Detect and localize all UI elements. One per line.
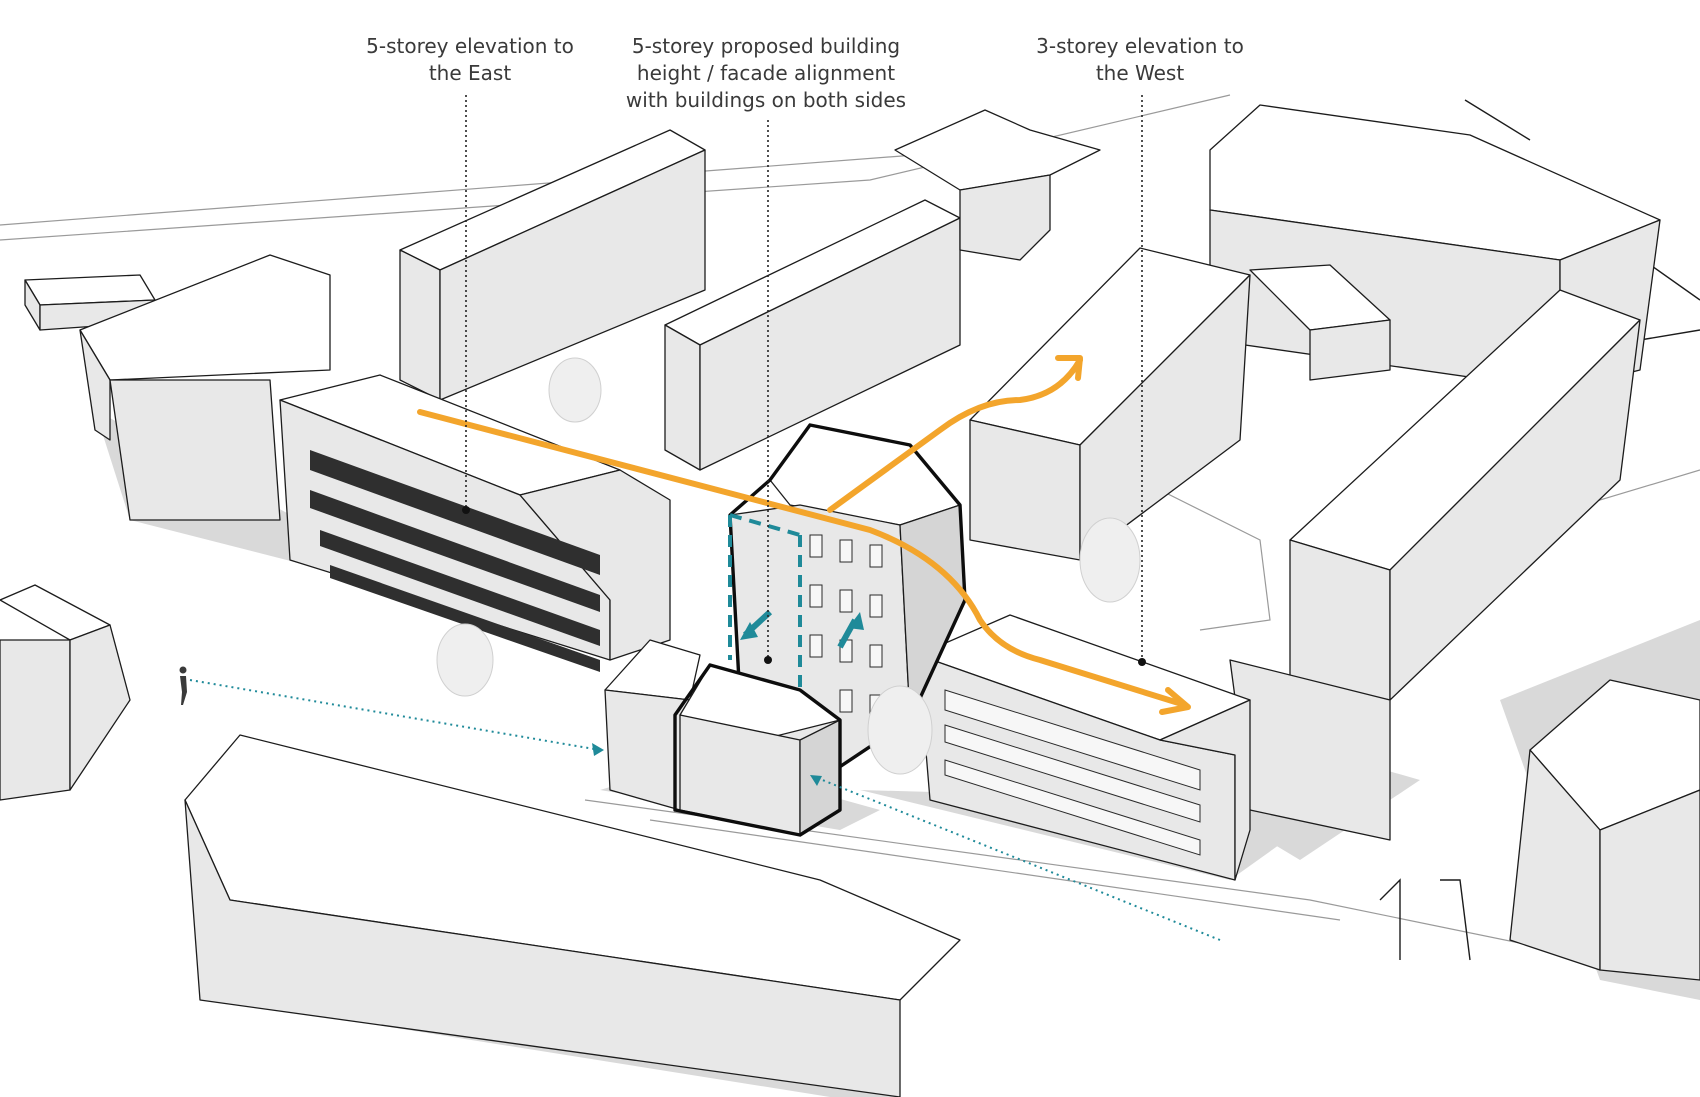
tree-icon [436,623,494,697]
east-facade-panels [310,450,600,672]
ground-lines [0,94,1700,981]
annotation-proposed: 5-storey proposed building height / faca… [620,33,912,114]
annotation-east: 5-storey elevation to the East [345,33,595,87]
building-west-3-storey [917,614,1251,881]
annotation-proposed-line2: height / facade alignment [636,61,896,85]
annotation-proposed-line1: 5-storey proposed building [631,34,901,58]
tree-icon [548,357,602,423]
teal-alignment [189,513,1221,941]
building-rear-centre [664,109,1101,471]
annotation-west-line1: 3-storey elevation to [1036,34,1244,58]
sightline-east [814,776,1221,941]
building-right-long [1229,289,1641,841]
annotation-east-line1: 5-storey elevation to [366,34,574,58]
orange-route-arrow [417,355,1191,715]
building-right-bottom [1509,679,1700,981]
proposed-windows [809,534,883,718]
annotation-west: 3-storey elevation to the West [1020,33,1260,87]
trees [436,357,1141,775]
tree-icon [867,685,933,775]
leader-lines [462,95,1146,666]
building-left-small [0,584,131,801]
tree-icon [1079,517,1141,603]
annotation-west-line2: the West [1095,61,1185,85]
building-rear-right [1209,104,1661,391]
building-east-5-storey [79,254,671,661]
building-centre-right [969,247,1391,561]
pedestrian-icon [179,666,187,705]
annotation-east-line2: the East [428,61,512,85]
building-front-row [184,734,961,1097]
building-rear-left [399,129,706,401]
annotation-proposed-line3: with buildings on both sides [625,88,907,112]
building-front-corner [604,639,842,837]
